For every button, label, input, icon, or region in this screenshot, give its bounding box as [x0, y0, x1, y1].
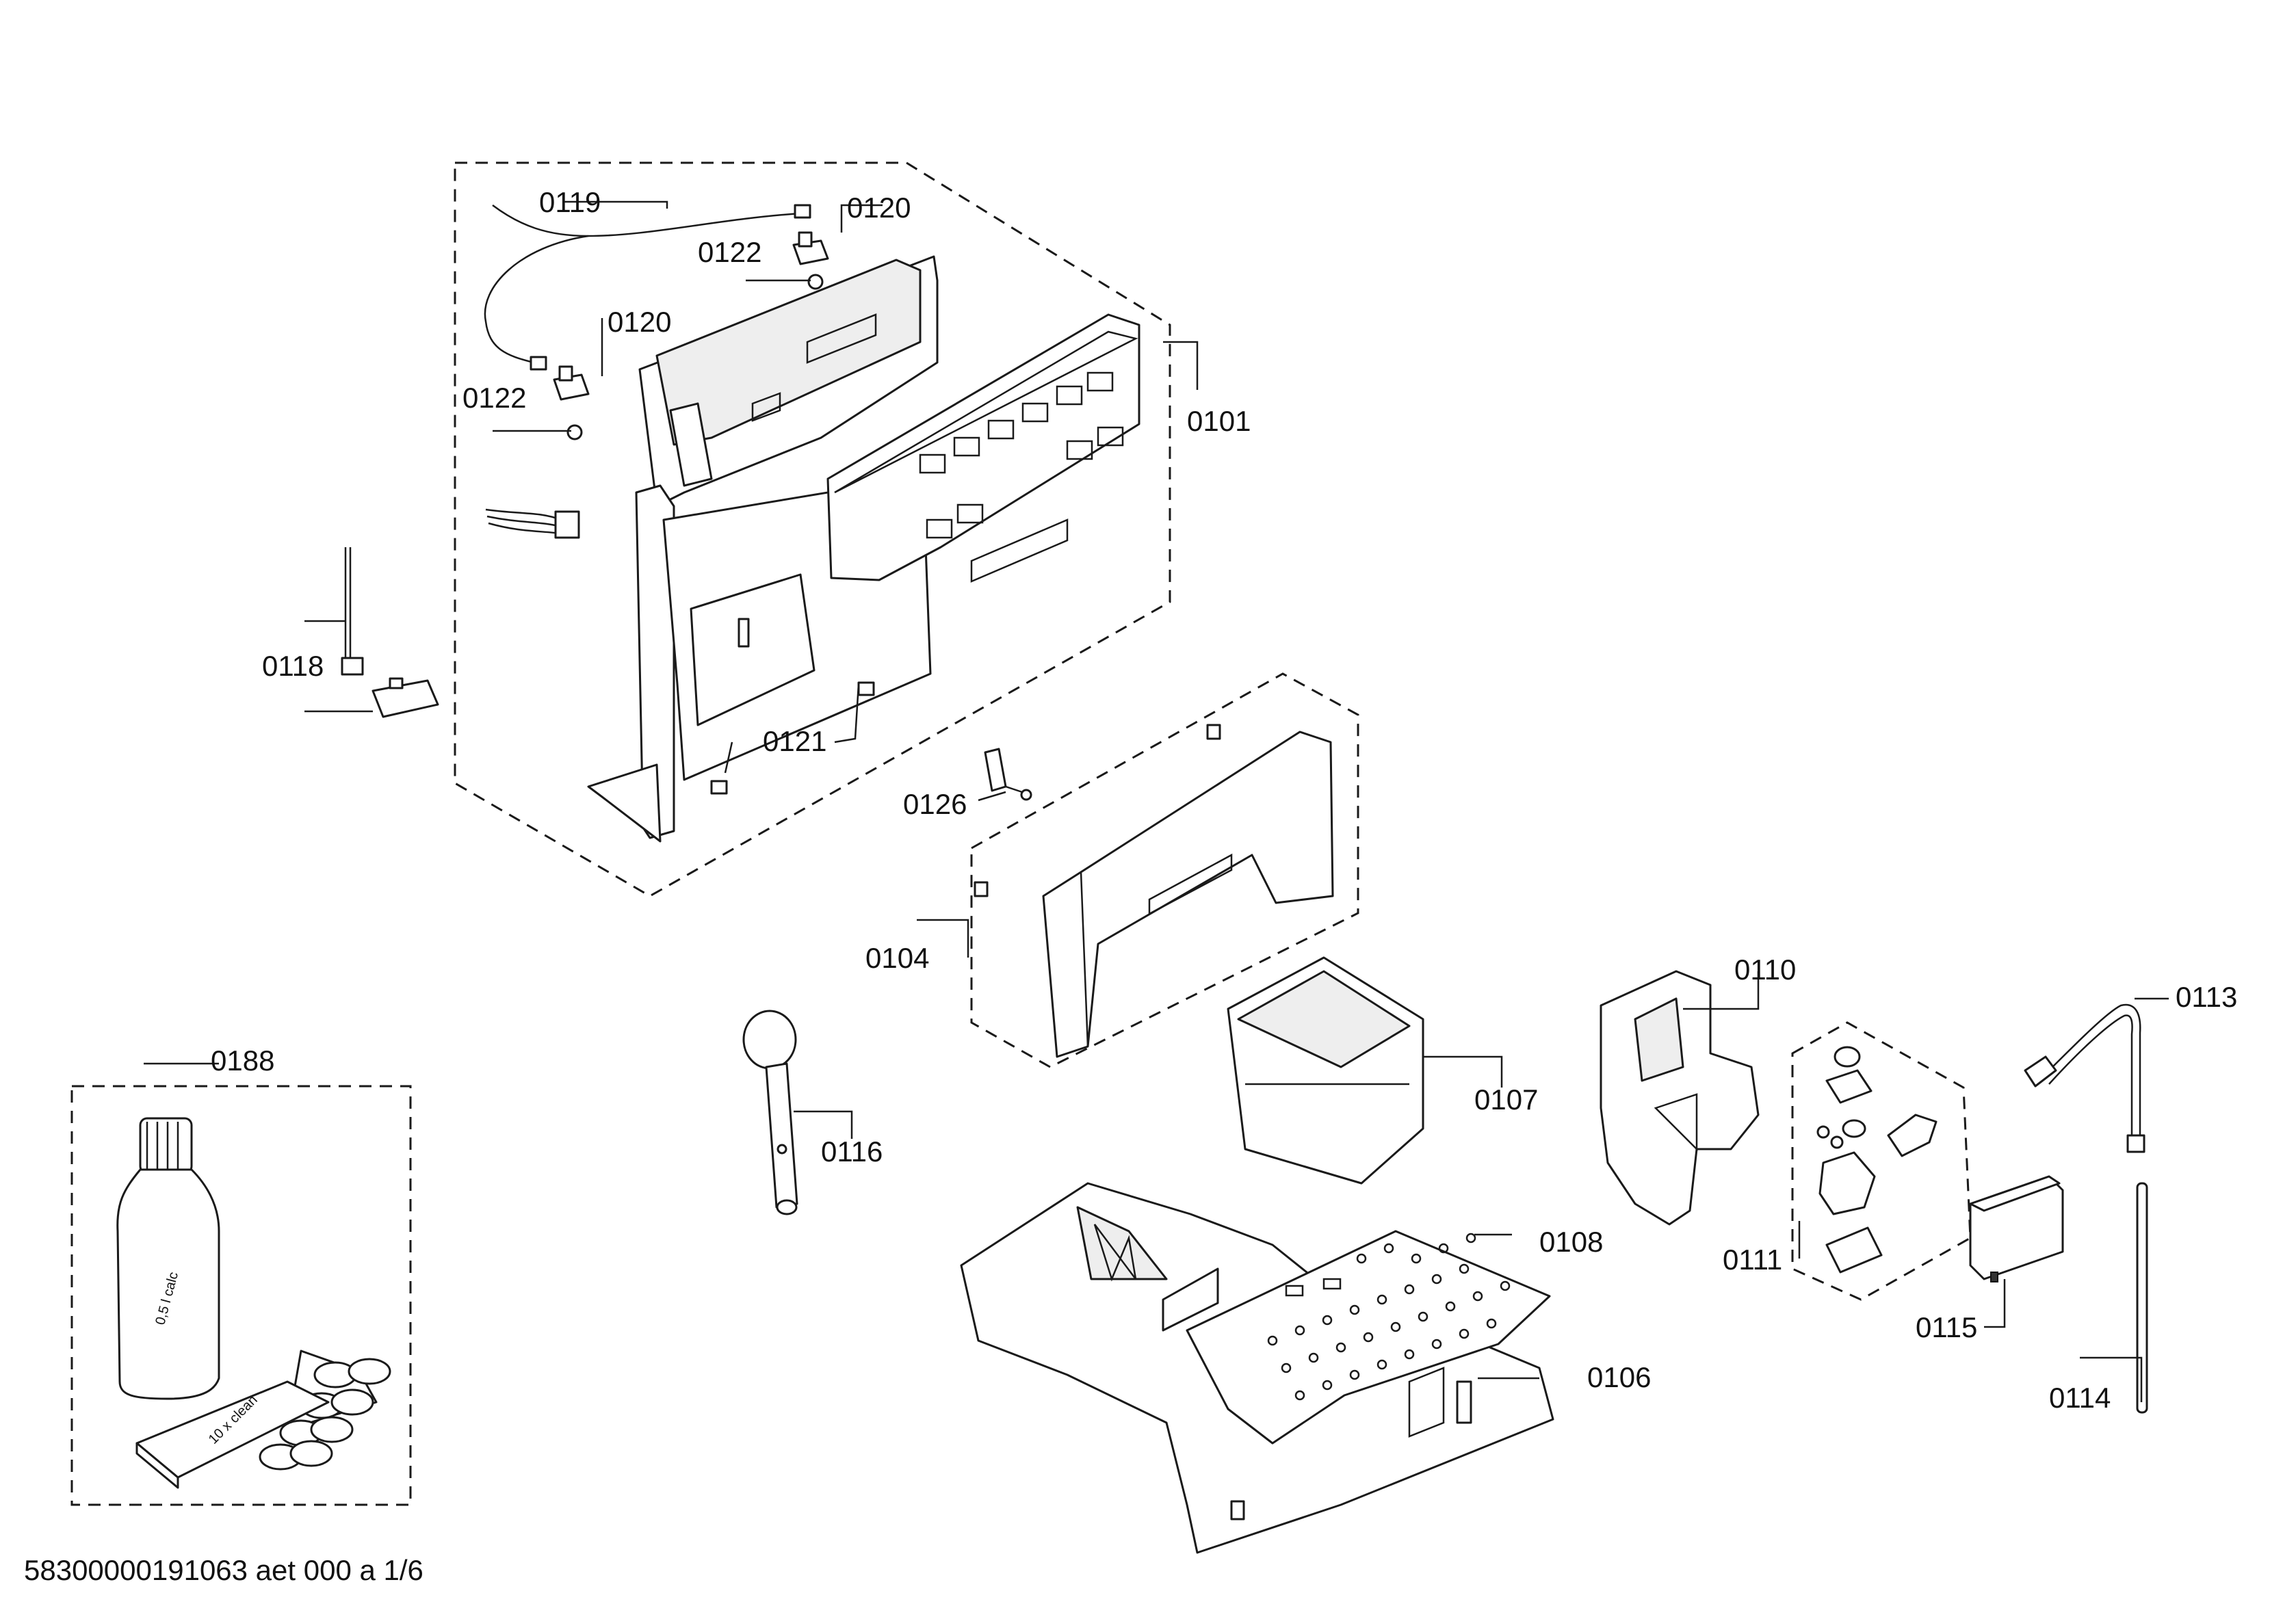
bracket-0120-top	[792, 231, 829, 265]
group-0111-frame	[1791, 1021, 1972, 1301]
measuring-spoon-0116	[742, 1010, 798, 1215]
tube-0113	[2024, 1003, 2145, 1153]
control-housing	[587, 255, 1140, 843]
clip-0126	[984, 748, 1032, 801]
label-0121: 0121	[763, 725, 826, 757]
descaler-bottle: 0,5 l calc	[116, 1117, 220, 1400]
label-0110: 0110	[1734, 953, 1796, 986]
cable-loom	[485, 508, 580, 539]
container-0107	[1227, 956, 1424, 1185]
label-0120-top: 0120	[847, 192, 911, 224]
bracket-0120-left	[553, 365, 590, 401]
group-0101-frame	[454, 161, 1171, 897]
label-0111: 0111	[1723, 1243, 1782, 1276]
sensor-0118	[341, 547, 439, 718]
cover-0104	[974, 724, 1334, 1058]
part-labels: 0119 0120 0122 0120 0122 0101 0118 0121 …	[211, 186, 2237, 1414]
label-0108: 0108	[1539, 1226, 1603, 1258]
leader-lines	[144, 200, 2169, 1402]
label-0114: 0114	[2049, 1382, 2111, 1414]
screw-0122-left	[566, 424, 583, 440]
label-0188: 0188	[211, 1044, 274, 1077]
label-0116: 0116	[821, 1135, 883, 1168]
valve-parts-0111	[1816, 1046, 1938, 1274]
screw-0122-top	[807, 274, 824, 290]
label-0107: 0107	[1474, 1083, 1538, 1116]
label-0118: 0118	[262, 650, 324, 682]
label-0101: 0101	[1187, 405, 1251, 437]
cleaning-tablets: 10 x clean	[135, 1350, 391, 1489]
label-0122-left: 0122	[462, 382, 526, 414]
wire-harness-0119	[484, 204, 811, 371]
label-0120-left: 0120	[608, 306, 671, 338]
rod-0114	[2136, 1182, 2148, 1414]
label-0126: 0126	[903, 788, 967, 820]
label-0122-top: 0122	[698, 236, 761, 268]
group-0104-frame	[970, 672, 1359, 1068]
housing-0110	[1600, 970, 1760, 1226]
label-0106: 0106	[1587, 1361, 1651, 1393]
group-0188-frame	[70, 1085, 412, 1506]
label-0119: 0119	[539, 186, 601, 218]
grid-cover-0108	[1162, 1230, 1551, 1445]
label-0115: 0115	[1916, 1311, 1977, 1343]
label-0113: 0113	[2176, 981, 2237, 1013]
label-0104: 0104	[865, 942, 929, 974]
capacitor-0115	[1969, 1175, 2064, 1282]
footer-document-code: 58300000191063 aet 000 a 1/6	[24, 1554, 423, 1586]
